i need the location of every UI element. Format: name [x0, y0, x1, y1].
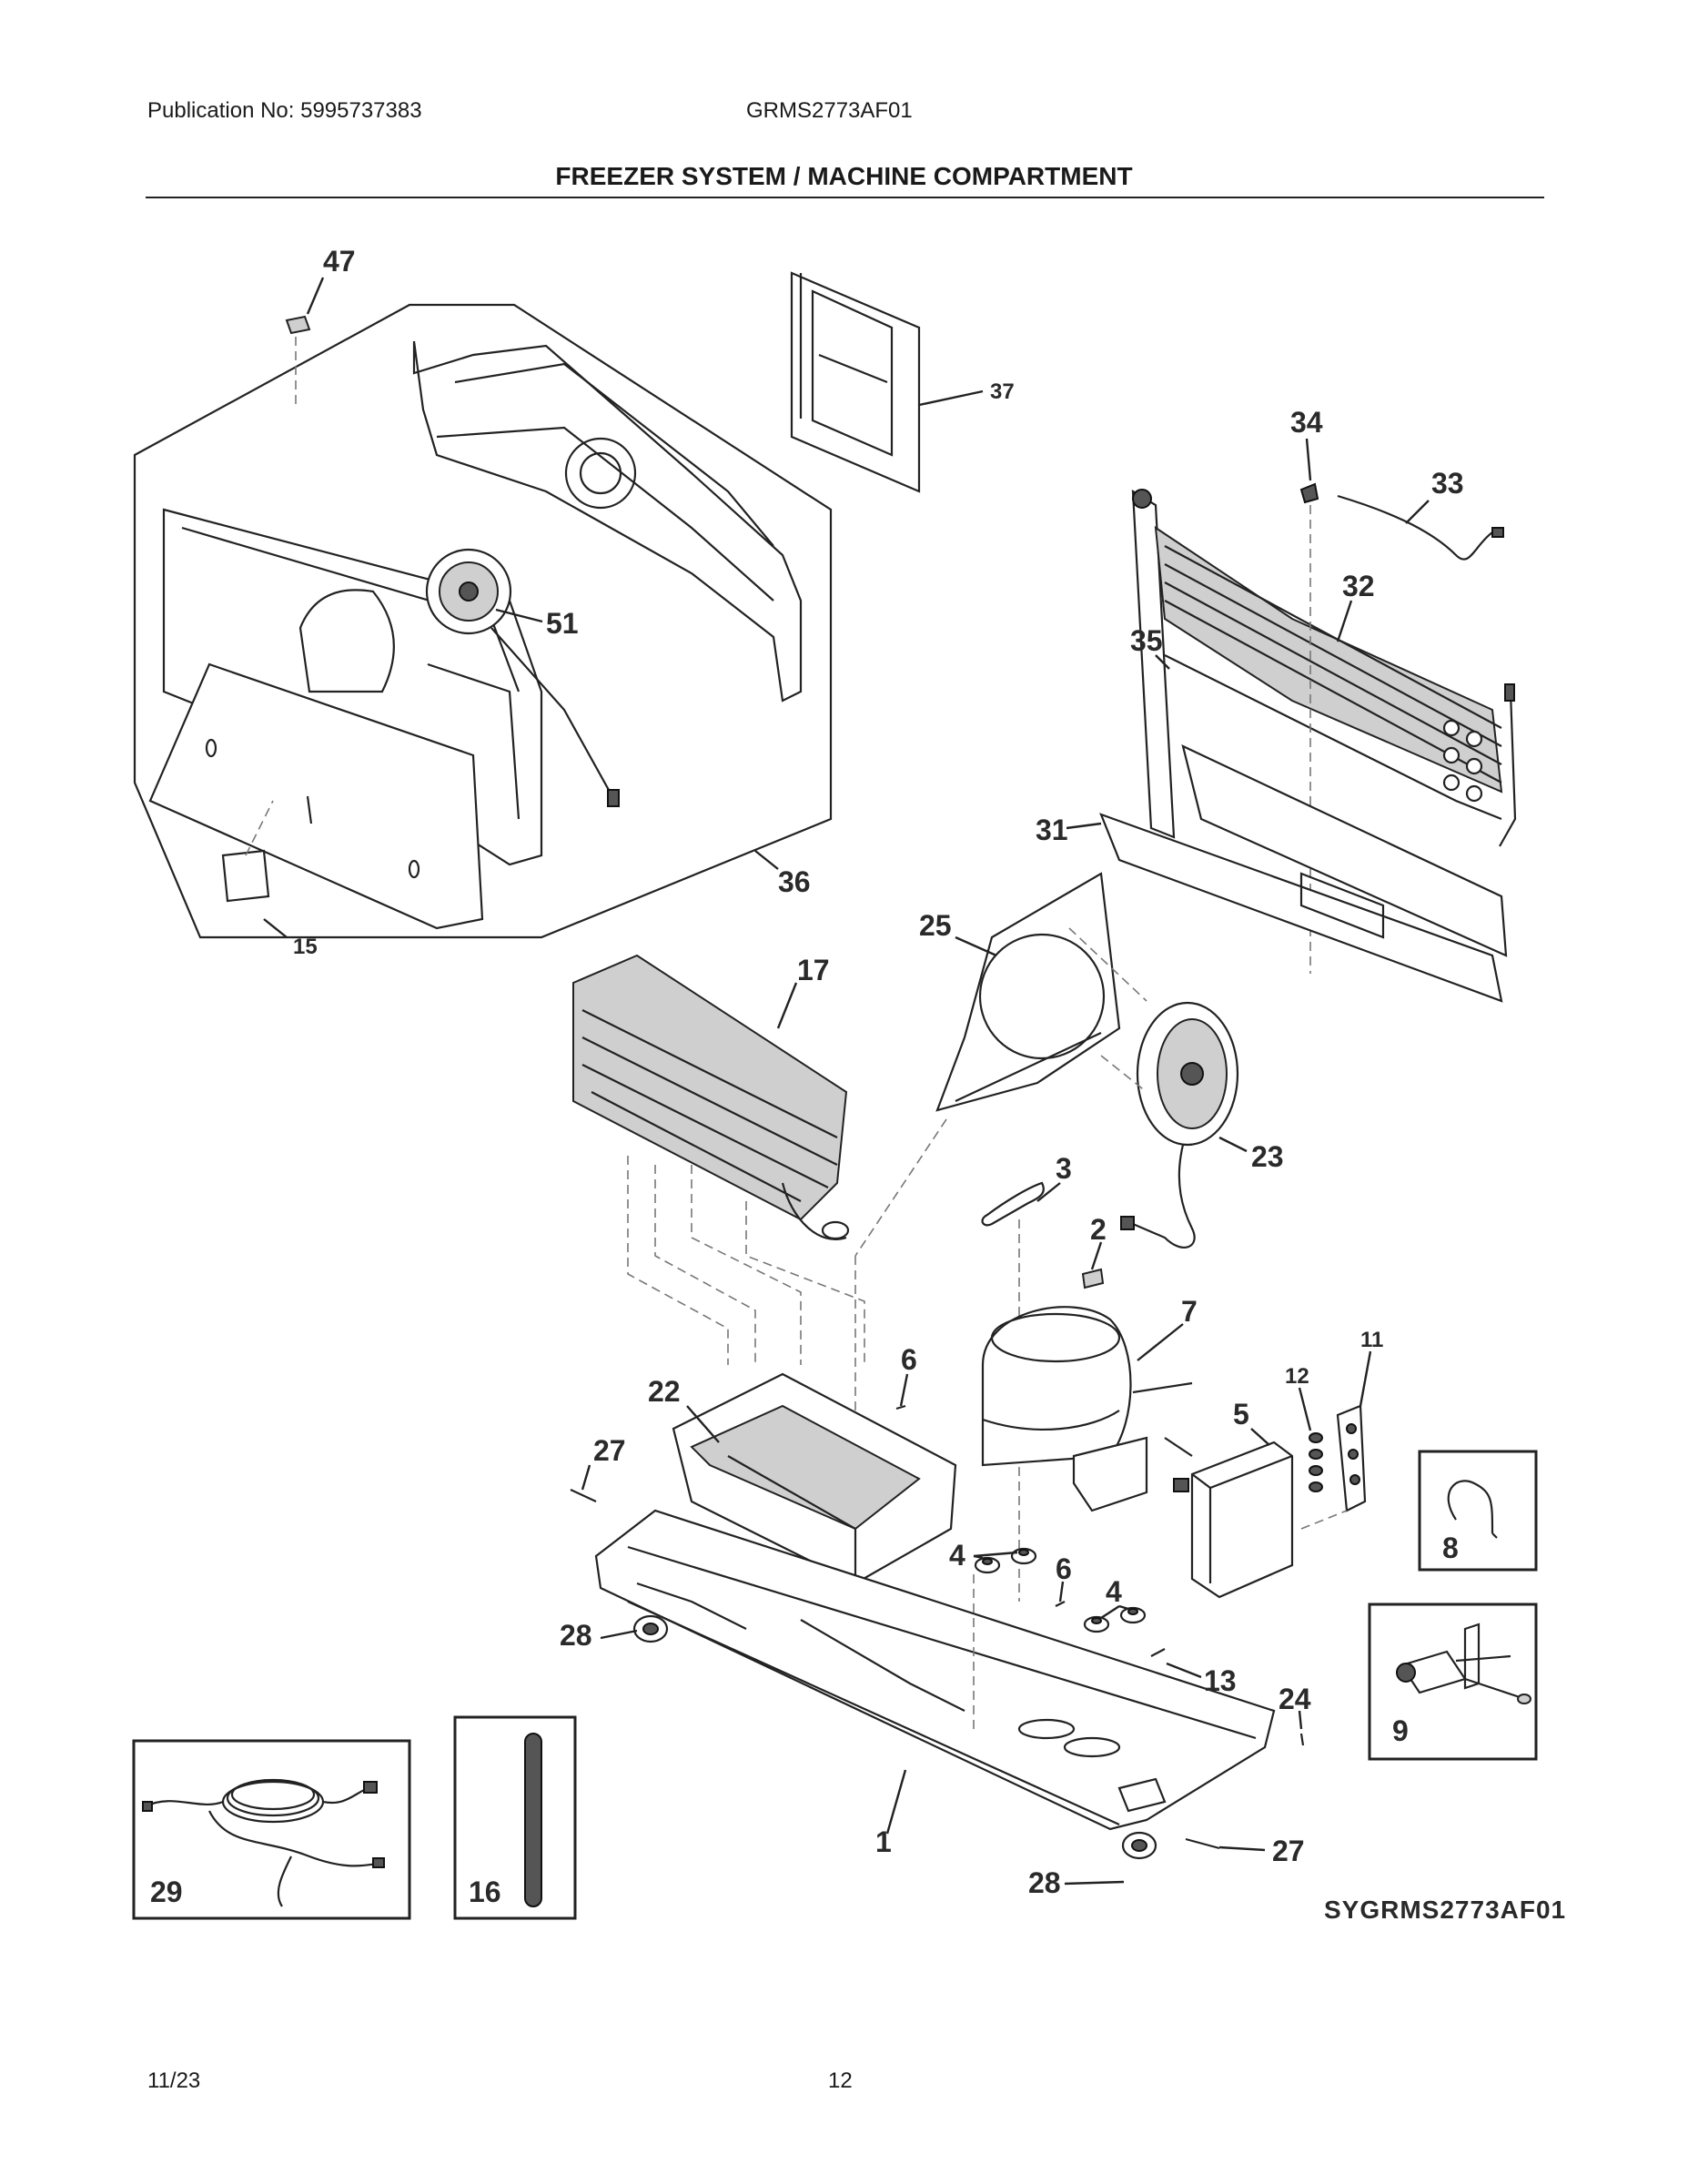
callout-28b: 28: [1028, 1866, 1061, 1899]
inset-9-water-valve: [1368, 1603, 1538, 1761]
fan-shroud-25: [935, 872, 1121, 1112]
bracket-15: [221, 849, 270, 903]
callout-4b: 4: [1106, 1575, 1122, 1608]
inset-8-water-tube: [1418, 1450, 1538, 1572]
machine-base-pan-1: [594, 1509, 1276, 1831]
callout-1: 1: [875, 1825, 892, 1858]
grommets-4: [974, 1547, 1147, 1633]
coil-tube-ends: [1442, 719, 1483, 803]
callout-27b: 27: [1272, 1835, 1305, 1867]
callout-34: 34: [1290, 406, 1323, 439]
stud-24: [1299, 1733, 1305, 1746]
overload-12: [1309, 1432, 1323, 1492]
drain-trough-31: [1099, 744, 1508, 1003]
callout-4a: 4: [949, 1539, 965, 1572]
enclosure-outline: [133, 303, 833, 939]
callout-27a: 27: [593, 1434, 626, 1467]
callout-36: 36: [778, 865, 811, 898]
callout-51: 51: [546, 607, 579, 640]
relay-cover-5: [1173, 1441, 1294, 1599]
inset-16-insulation-tube: [453, 1715, 577, 1920]
callout-29: 29: [150, 1876, 183, 1908]
publication-number: Publication No: 5995737383: [147, 98, 422, 123]
screw-13: [1150, 1648, 1166, 1657]
callout-6b: 6: [1056, 1552, 1072, 1585]
callout-3: 3: [1056, 1152, 1072, 1185]
foot-28-upper: [632, 1614, 669, 1643]
callout-35: 35: [1130, 624, 1163, 657]
callout-16: 16: [469, 1876, 501, 1908]
callout-28a: 28: [560, 1619, 592, 1652]
defrost-wire-33: [1337, 494, 1504, 561]
callout-8: 8: [1442, 1532, 1459, 1564]
pin-27-lower: [1185, 1837, 1220, 1850]
callout-11: 11: [1360, 1328, 1383, 1352]
condenser-coil-17: [572, 954, 850, 1240]
leader-lines: [263, 277, 1430, 1886]
evaporator-cover-assembly: [133, 303, 833, 939]
footer-date: 11/23: [147, 2068, 201, 2093]
callout-31: 31: [1036, 814, 1068, 846]
drain-gasket-37: [790, 271, 921, 493]
callout-32: 32: [1342, 570, 1375, 602]
callout-7: 7: [1181, 1295, 1198, 1328]
foot-28-lower: [1121, 1831, 1157, 1860]
relay-11: [1336, 1404, 1367, 1512]
model-number: GRMS2773AF01: [746, 98, 913, 123]
condenser-fan-23: [1120, 1001, 1239, 1249]
drain-pan-22: [672, 1372, 957, 1585]
callout-2: 2: [1090, 1213, 1107, 1246]
callout-23: 23: [1251, 1140, 1284, 1173]
exploded-parts-diagram: 47 37 34 33 32 35 51 31 36 15 25 17 23 3…: [132, 245, 1566, 1924]
pin-27-upper: [570, 1489, 597, 1502]
callout-24: 24: [1279, 1683, 1311, 1715]
evaporator-coil-32: [1131, 489, 1517, 847]
clip-47: [285, 315, 311, 335]
diagram-id-code: SYGRMS2773AF01: [1324, 1896, 1566, 1924]
callout-6a: 6: [901, 1343, 917, 1376]
defrost-thermostat-34: [1299, 482, 1319, 504]
cover-tray: [148, 662, 484, 930]
callout-12: 12: [1285, 1364, 1309, 1389]
callout-5: 5: [1233, 1398, 1249, 1431]
callout-33: 33: [1431, 467, 1464, 500]
callout-47: 47: [323, 245, 356, 278]
page-number: 12: [828, 2068, 853, 2093]
title-rule: [146, 197, 1544, 198]
evaporator-fan-motor-51: [425, 548, 620, 807]
page-title: FREEZER SYSTEM / MACHINE COMPARTMENT: [555, 162, 1133, 190]
callout-37: 37: [990, 379, 1015, 404]
callout-17: 17: [797, 954, 830, 986]
nut-2: [1081, 1268, 1105, 1289]
callout-labels: 47 37 34 33 32 35 51 31 36 15 25 17 23 3…: [150, 245, 1566, 1924]
callout-15: 15: [293, 935, 318, 959]
compressor-7: [981, 1306, 1193, 1512]
inset-29-wire-harness: [132, 1739, 411, 1920]
clip-3: [981, 1181, 1045, 1227]
callout-22: 22: [648, 1375, 681, 1408]
screws-6: [895, 1404, 1066, 1607]
callout-13: 13: [1204, 1664, 1237, 1697]
callout-9: 9: [1392, 1714, 1409, 1747]
callout-25: 25: [919, 909, 952, 942]
